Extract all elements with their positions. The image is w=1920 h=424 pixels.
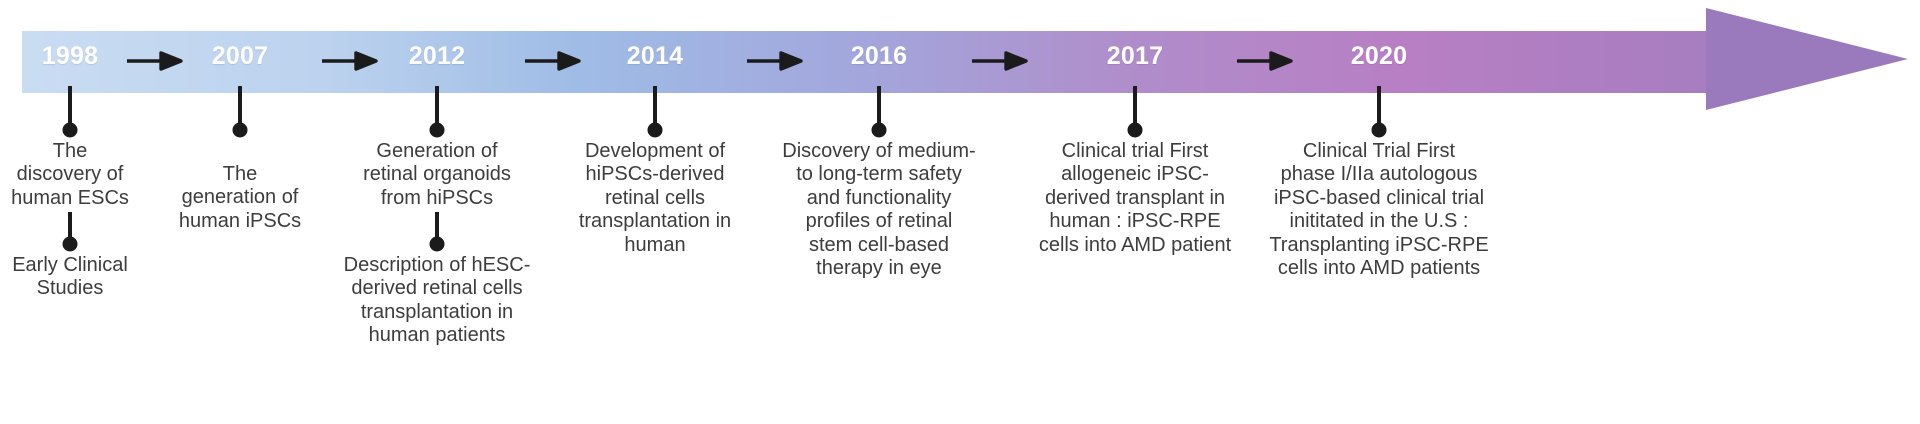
milestone-caption-2012-primary: Generation of retinal organoids from hiP…	[363, 140, 511, 209]
connector-stem-1998-secondary	[68, 212, 72, 244]
arrow-right-icon	[747, 51, 803, 71]
milestone-caption-2007-primary: The generation of human iPSCs	[178, 163, 302, 232]
connector-dot-1998-secondary	[62, 236, 78, 252]
connector-stem-2017	[1133, 86, 1137, 130]
connector-stem-2016	[877, 86, 881, 130]
milestone-caption-2017-primary: Clinical trial First allogeneic iPSC- de…	[1038, 140, 1232, 256]
connector-stem-2014	[653, 86, 657, 130]
connector-dot-2007	[232, 122, 248, 138]
connector-stem-2020	[1377, 86, 1381, 130]
timeline-bar	[0, 0, 1920, 110]
year-label-2017: 2017	[1106, 42, 1164, 70]
connector-dot-2012	[429, 122, 445, 138]
milestone-caption-2020-primary: Clinical Trial First phase I/IIa autolog…	[1269, 140, 1489, 279]
connector-stem-2012	[435, 86, 439, 130]
connector-stem-2012-secondary	[435, 212, 439, 244]
year-label-2020: 2020	[1350, 42, 1408, 70]
arrow-right-icon	[1237, 51, 1293, 71]
connector-dot-2017	[1127, 122, 1143, 138]
connector-dot-1998	[62, 122, 78, 138]
year-label-2016: 2016	[850, 42, 908, 70]
connector-dot-2014	[647, 122, 663, 138]
milestone-caption-1998-primary: The discovery of human ESCs	[11, 140, 129, 209]
milestone-caption-2016-primary: Discovery of medium- to long-term safety…	[782, 140, 976, 279]
arrow-right-icon	[322, 51, 378, 71]
arrow-right-icon	[525, 51, 581, 71]
connector-dot-2012-secondary	[429, 236, 445, 252]
connector-dot-2016	[871, 122, 887, 138]
year-label-2014: 2014	[626, 42, 684, 70]
arrow-right-icon	[127, 51, 183, 71]
connector-stem-1998	[68, 86, 72, 130]
year-label-2007: 2007	[211, 42, 269, 70]
arrow-right-icon	[972, 51, 1028, 71]
milestone-caption-1998-secondary: Early Clinical Studies	[12, 254, 128, 300]
timeline-bar-shape	[22, 8, 1908, 110]
year-label-1998: 1998	[41, 42, 99, 70]
connector-dot-2020	[1371, 122, 1387, 138]
milestone-caption-2012-secondary: Description of hESC- derived retinal cel…	[343, 254, 531, 347]
connector-stem-2007	[238, 86, 242, 130]
year-label-2012: 2012	[408, 42, 466, 70]
milestone-caption-2014-primary: Development of hiPSCs-derived retinal ce…	[578, 140, 732, 256]
